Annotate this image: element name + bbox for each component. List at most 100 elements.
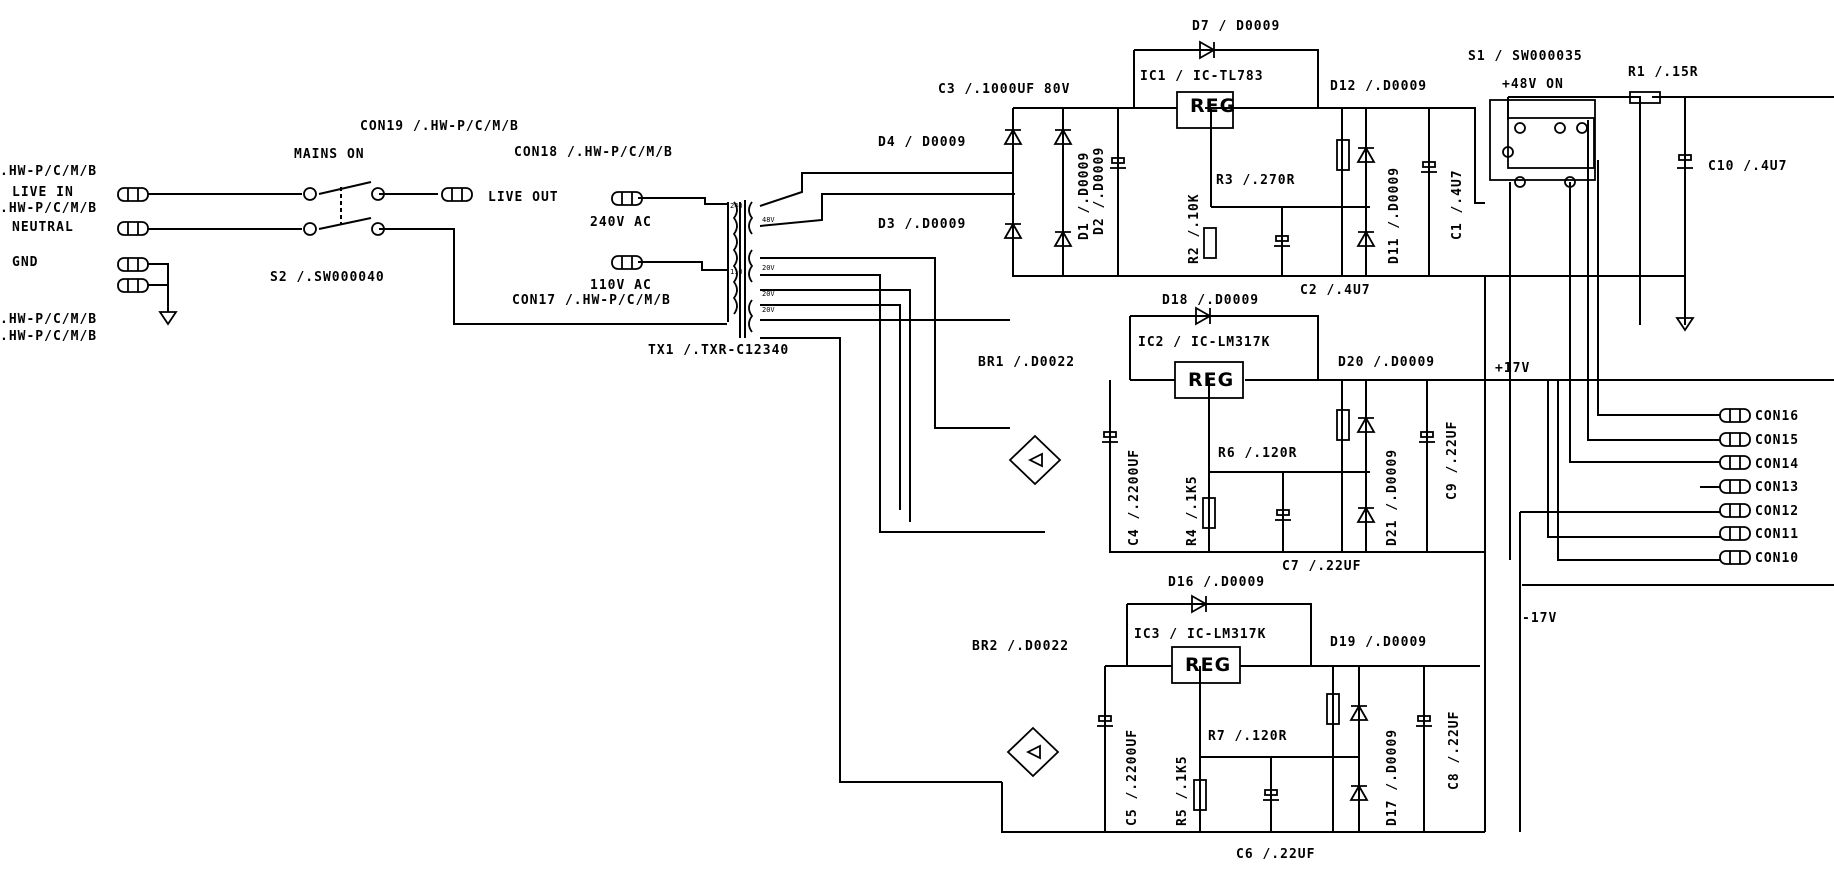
capacitor-c2-icon: [1274, 235, 1290, 247]
label-con17: CON17 /.HW-P/C/M/B: [512, 293, 671, 308]
capacitor-c10-icon: [1677, 154, 1693, 169]
label-con18: CON18 /.HW-P/C/M/B: [514, 145, 673, 160]
label-c3: C3 /.1000UF 80V: [938, 82, 1070, 97]
label-con10: CON10: [1755, 551, 1799, 566]
diode-d20-icon: [1356, 416, 1376, 433]
label-r5: R5 /.1K5: [1175, 755, 1190, 826]
capacitor-c7-icon: [1275, 509, 1291, 521]
capacitor-c9-icon: [1419, 431, 1435, 443]
label-br2: BR2 /.D0022: [972, 639, 1069, 654]
label-c9: C9 /.22UF: [1445, 421, 1460, 500]
diode-d19-icon: [1349, 704, 1369, 721]
ground-symbol-right-icon: [1675, 317, 1695, 332]
con-plug-live-out-icon: [441, 187, 473, 202]
label-d7: D7 / D0009: [1192, 19, 1280, 34]
label-d11: D11 /.D0009: [1387, 167, 1402, 264]
label-r4: R4 /.1K5: [1185, 475, 1200, 546]
label-d17: D17 /.D0009: [1385, 729, 1400, 826]
resistor-r1-icon: [1629, 91, 1661, 104]
label-d20: D20 /.D0009: [1338, 355, 1435, 370]
capacitor-c6-icon: [1263, 789, 1279, 801]
label-tx-tap-20v-c: 20V: [762, 306, 775, 314]
diode-d7-icon: [1199, 40, 1216, 60]
label-d18: D18 /.D0009: [1162, 293, 1259, 308]
label-tx1: TX1 /.TXR-C12340: [648, 343, 789, 358]
reg-ic3-label: REG: [1185, 654, 1231, 676]
label-con-left-1: .HW-P/C/M/B: [0, 164, 97, 179]
diode-d18-icon: [1195, 306, 1212, 326]
reg-ic1-box: [1176, 91, 1234, 129]
label-c7: C7 /.22UF: [1282, 559, 1361, 574]
label-con16: CON16: [1755, 409, 1799, 424]
label-d16: D16 /.D0009: [1168, 575, 1265, 590]
con-plug-gnd1-icon: [117, 257, 149, 272]
con-plug-gnd2-icon: [117, 278, 149, 293]
resistor-r5-icon: [1193, 779, 1207, 811]
label-c10: C10 /.4U7: [1708, 159, 1787, 174]
label-d3: D3 /.D0009: [878, 217, 966, 232]
label-live-out: LIVE OUT: [488, 190, 559, 205]
capacitor-c1-icon: [1421, 161, 1437, 173]
diode-d17-icon: [1349, 784, 1369, 801]
diode-d2-icon: [1053, 128, 1073, 145]
label-minus17v: -17V: [1522, 611, 1557, 626]
label-110v-ac: 110V AC: [590, 278, 652, 293]
label-r6: R6 /.120R: [1218, 446, 1297, 461]
label-tx-tap-48v: 48V: [762, 216, 775, 224]
diode-d12-icon: [1356, 146, 1376, 163]
label-48v-on: +48V ON: [1502, 77, 1564, 92]
con-plug-live-in-icon: [117, 187, 149, 202]
bridge-rectifier-br2-icon: [1006, 726, 1060, 778]
resistor-r6-icon: [1336, 409, 1350, 441]
capacitor-c5-icon: [1097, 715, 1113, 727]
reg-ic1-label: REG: [1190, 95, 1236, 117]
con-plug-neutral-icon: [117, 221, 149, 236]
label-mains-on: MAINS ON: [294, 147, 365, 162]
con-plug-110v-icon: [611, 255, 643, 270]
label-c5: C5 /.2200UF: [1125, 729, 1140, 826]
label-r7: R7 /.120R: [1208, 729, 1287, 744]
label-240v-ac: 240V AC: [590, 215, 652, 230]
label-con19: CON19 /.HW-P/C/M/B: [360, 119, 519, 134]
label-con14: CON14: [1755, 457, 1799, 472]
label-live-in: LIVE IN: [12, 185, 74, 200]
capacitor-c4-icon: [1102, 431, 1118, 443]
label-ic1: IC1 / IC-TL783: [1140, 69, 1264, 84]
label-tx-tap-20v-a: 20V: [762, 264, 775, 272]
label-con15: CON15: [1755, 433, 1799, 448]
label-ic3: IC3 / IC-LM317K: [1134, 627, 1266, 642]
label-con-left-4: .HW-P/C/M/B: [0, 329, 97, 344]
label-con11: CON11: [1755, 527, 1799, 542]
label-tx-tap-240: 240: [730, 202, 743, 210]
reg-ic2-label: REG: [1188, 369, 1234, 391]
wiring: [148, 49, 1834, 833]
resistor-r4-icon: [1202, 497, 1216, 529]
label-s1: S1 / SW000035: [1468, 49, 1583, 64]
label-con13: CON13: [1755, 480, 1799, 495]
label-r1: R1 /.15R: [1628, 65, 1699, 80]
transformer-coil-icon: [732, 201, 754, 333]
reg-ic3-box: [1171, 646, 1241, 684]
diode-d4-icon: [1003, 128, 1023, 145]
switch-s1-icon: [1489, 99, 1596, 188]
con-plug-240v-icon: [611, 191, 643, 206]
resistor-r3-icon: [1336, 139, 1350, 171]
mains-switch-icon: [303, 187, 385, 236]
label-c1: C1 /.4U7: [1450, 169, 1465, 240]
ground-symbol-icon: [158, 311, 178, 326]
label-d1: D1 /.D0009: [1077, 152, 1092, 240]
label-r3: R3 /.270R: [1216, 173, 1295, 188]
label-br1: BR1 /.D0022: [978, 355, 1075, 370]
diode-d21-icon: [1356, 506, 1376, 523]
label-gnd: GND: [12, 255, 38, 270]
diode-d3-icon: [1003, 222, 1023, 239]
label-d12: D12 /.D0009: [1330, 79, 1427, 94]
label-c8: C8 /.22UF: [1447, 711, 1462, 790]
diode-d1-icon: [1053, 230, 1073, 247]
label-d19: D19 /.D0009: [1330, 635, 1427, 650]
label-d2: D2 /.D0009: [1092, 147, 1107, 235]
resistor-r2-icon: [1203, 227, 1217, 259]
capacitor-c8-icon: [1416, 715, 1432, 727]
bridge-rectifier-br1-icon: [1008, 434, 1062, 486]
label-d21: D21 /.D0009: [1385, 449, 1400, 546]
